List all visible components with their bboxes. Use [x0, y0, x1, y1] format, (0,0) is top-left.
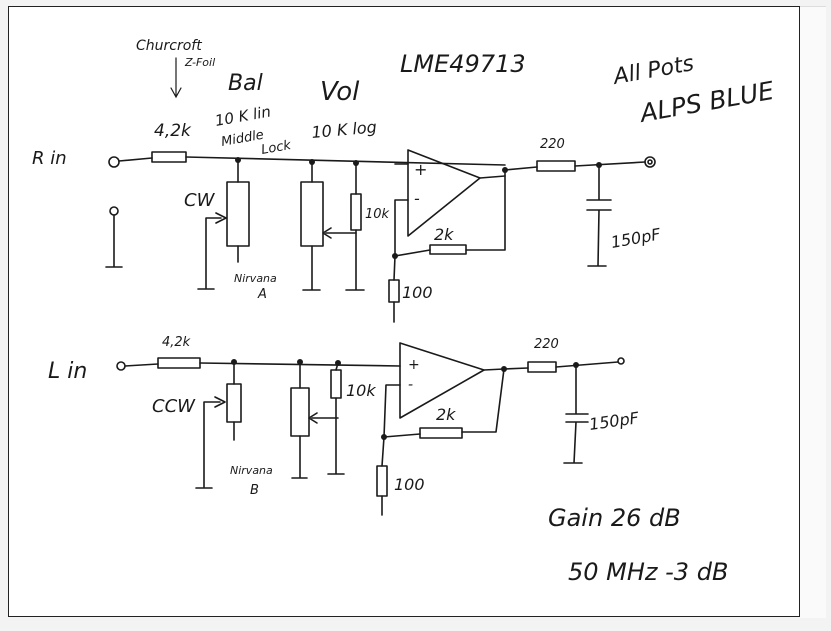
nirvana-a-tag: A	[257, 287, 267, 302]
opamp-r-minus: -	[414, 189, 420, 208]
r-ground-value-r: 100	[402, 283, 433, 302]
nirvana-b-tag: B	[250, 483, 259, 498]
vol-pot-r	[300, 181, 324, 247]
nirvana-b-label: Nirvana	[230, 464, 273, 477]
r-out-value-l: 220	[534, 337, 559, 352]
r-out-resistor-l	[527, 361, 557, 373]
paper-sheet	[8, 6, 800, 617]
bandwidth-note: 50 MHz -3 dB	[568, 558, 728, 586]
z-foil-note: Z-Foil	[184, 56, 215, 69]
l-in-label: L in	[48, 359, 87, 384]
nirvana-a-label: Nirvana	[234, 272, 277, 285]
lock-note: Lock	[260, 138, 292, 158]
ccw-label: CCW	[152, 396, 196, 417]
bal-label: Bal	[228, 71, 263, 96]
c-out-value-l: 150pF	[588, 408, 641, 434]
r-in-label: R in	[32, 148, 67, 169]
vol-label: Vol	[320, 77, 360, 107]
r-load-resistor-l	[330, 369, 342, 399]
note-arrow	[170, 57, 182, 99]
r-feedback-resistor-l	[419, 427, 463, 439]
bal-pot-value: 10 K lin	[214, 102, 273, 130]
opamp-l	[399, 342, 485, 419]
r-in-resistor	[151, 151, 187, 163]
opamp-r	[407, 149, 481, 237]
vol-pot-value: 10 K log	[311, 117, 378, 142]
r-in-ground-terminal	[109, 206, 119, 216]
vol-pot-l	[290, 387, 310, 437]
r-out-terminal	[644, 156, 656, 168]
cw-label: CW	[184, 190, 216, 211]
r-in-terminal	[108, 156, 120, 168]
r-out-resistor-r	[536, 160, 576, 172]
bal-pot-l	[226, 383, 242, 423]
chip-label: LME49713	[400, 50, 526, 78]
paper-edge	[800, 6, 826, 618]
r-in-resistor-value: 4,2k	[154, 121, 192, 141]
r-out-value-r: 220	[540, 137, 565, 152]
r-load-value-r: 10k	[365, 207, 390, 222]
alps-blue-note: ALPS BLUE	[636, 76, 776, 128]
churcroft-note: Churcroft	[136, 38, 202, 54]
bal-pot-r	[226, 181, 250, 247]
all-pots-note: All Pots	[610, 51, 696, 90]
l-in-resistor-value: 4,2k	[162, 335, 191, 350]
opamp-r-plus: +	[414, 160, 427, 179]
l-out-terminal	[617, 357, 625, 365]
c-out-value-r: 150pF	[609, 224, 662, 252]
opamp-l-minus: -	[408, 377, 413, 393]
middle-note: Middle	[220, 128, 265, 150]
r-out-terminal-inner	[647, 159, 653, 165]
r-ground-resistor-r	[388, 279, 400, 303]
r-feedback-value-l: 2k	[436, 405, 456, 424]
left-channel-circuit: L in 4,2k CCW Nirvana B 10k + -	[48, 335, 641, 516]
l-in-terminal	[116, 361, 126, 371]
r-feedback-resistor-r	[429, 244, 467, 255]
l-in-resistor	[157, 357, 201, 369]
right-channel-circuit: R in 4,2k CW Nirvana A 10k + -	[32, 121, 663, 323]
r-load-value-l: 10k	[346, 381, 376, 400]
opamp-l-plus: +	[408, 357, 420, 373]
r-feedback-value-r: 2k	[434, 225, 454, 244]
r-ground-resistor-l	[376, 465, 388, 497]
r-load-resistor-r	[350, 193, 362, 231]
gain-note: Gain 26 dB	[548, 504, 681, 532]
r-ground-value-l: 100	[394, 475, 425, 494]
